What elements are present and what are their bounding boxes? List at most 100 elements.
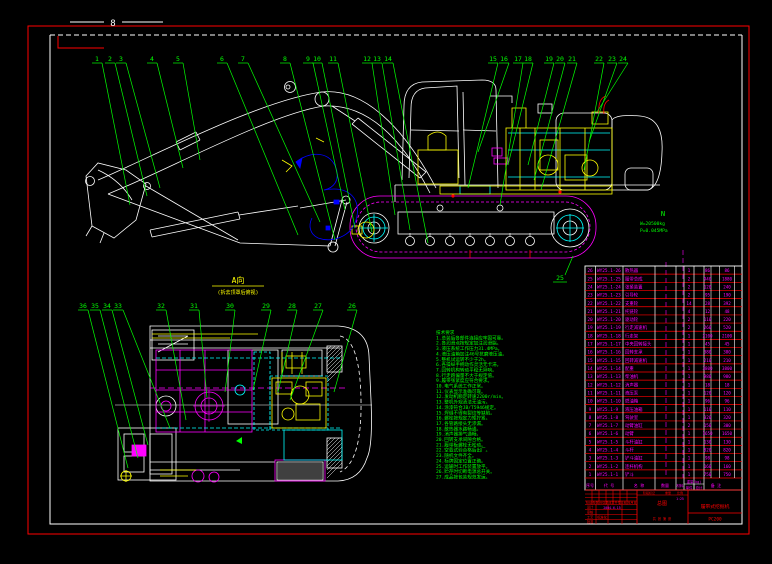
- bom-name: 液压油箱: [625, 406, 643, 413]
- bom-code: WY25.1-9: [597, 407, 619, 413]
- callout-number: 33: [114, 302, 122, 310]
- bom-no: 5: [589, 439, 592, 445]
- bom-qty: 2: [688, 325, 691, 331]
- tb-model: PC200: [708, 517, 722, 523]
- bom-w2: 18: [724, 382, 730, 387]
- bom-name: 行走架: [625, 332, 639, 339]
- bom-w2: 110: [723, 407, 731, 412]
- bom-code: WY25.1-19: [597, 325, 621, 331]
- bom-qty: 1: [688, 350, 691, 356]
- bom-h-w1: 单件: [686, 485, 693, 490]
- bom-code: WY25.1-17: [597, 342, 621, 348]
- note-line: 19.消声器排气通畅。: [436, 431, 481, 438]
- bom-qty: 1: [688, 407, 691, 413]
- bom-qty: 2: [688, 293, 691, 299]
- callout-number: 27: [314, 302, 322, 310]
- bom-name: 斗杆: [625, 447, 634, 454]
- note-line: 1.总装后各部件连接应牢固可靠。: [436, 334, 506, 341]
- bom-qty: 1: [688, 390, 691, 396]
- note-line: 17.各管路接头无渗漏。: [436, 420, 486, 427]
- bom-w1: 95: [705, 293, 711, 298]
- bom-no: 20: [587, 317, 593, 323]
- bom-w2: 190: [723, 293, 731, 298]
- callout-number: 16: [500, 55, 508, 63]
- bom-w1: 110: [704, 407, 712, 412]
- callout-number: 32: [157, 302, 165, 310]
- bom-h-weight: 重量(kg): [687, 479, 702, 484]
- bom-name: 履带总成: [625, 275, 643, 282]
- callout-number: 35: [91, 302, 99, 310]
- tb-scale-val: 1:25: [676, 497, 684, 501]
- spec-line-2: P=0.045MPa: [640, 228, 668, 234]
- bom-code: WY25.1-12: [597, 382, 621, 388]
- bom-code: WY25.1-15: [597, 358, 621, 364]
- callout-number: 9: [306, 55, 310, 63]
- bom-code: WY25.1-1: [597, 472, 619, 478]
- tb-weight: 重量: [665, 490, 671, 495]
- callout-number: 28: [288, 302, 296, 310]
- tb-sheet: 共 张 第 张: [653, 516, 672, 521]
- callout-number: 19: [545, 55, 553, 63]
- bom-w1: 1650: [702, 431, 713, 436]
- callout-number: 15: [489, 55, 497, 63]
- bom-w2: 220: [723, 317, 731, 322]
- tb-count: 处数: [592, 500, 598, 505]
- bom-name: 铲斗油缸: [625, 455, 643, 462]
- bom-w1: 110: [704, 317, 712, 322]
- callout-number: 5: [176, 55, 180, 63]
- bom-w1: 150: [704, 423, 712, 428]
- bom-w1: 120: [704, 390, 712, 395]
- note-line: 3.液压系统工作压力31.4MPa。: [436, 345, 502, 352]
- callout-number: 8: [283, 55, 287, 63]
- bom-qty: 1: [688, 456, 691, 462]
- bom-qty: 2: [688, 284, 691, 290]
- bom-no: 17: [587, 342, 593, 348]
- bom-no: 13: [587, 374, 593, 380]
- bom-name: 动臂: [625, 430, 634, 437]
- bom-code: WY25.1-25: [597, 276, 621, 282]
- bom-w2: 160: [723, 464, 731, 469]
- bom-qty: 4: [688, 309, 691, 315]
- note-line: 18.散热器水路畅通。: [436, 425, 481, 432]
- bom-name: 引导轮: [625, 292, 639, 299]
- bom-w1: 2100: [702, 333, 713, 338]
- bom-qty: 1: [688, 415, 691, 421]
- bom-w2: 980: [723, 374, 731, 379]
- bom-w2: 300: [723, 423, 731, 428]
- bom-qty: 1: [688, 472, 691, 478]
- callout-number: 26: [348, 302, 356, 310]
- tb-date: 年月日: [627, 500, 636, 505]
- bom-qty: 2: [688, 423, 691, 429]
- bom-qty: 1: [688, 399, 691, 405]
- spec-line-1: W=20500kg: [640, 221, 665, 227]
- bom-no: 26: [587, 268, 593, 274]
- callout-number: 22: [595, 55, 603, 63]
- callout-number: 21: [568, 55, 576, 63]
- tb-docno: 更改文件号: [605, 500, 620, 505]
- bom-no: 3: [589, 456, 592, 462]
- bom-qty: 1: [688, 333, 691, 339]
- bom-w2: 3800: [722, 366, 733, 371]
- bom-w2: 45: [724, 342, 730, 347]
- bom-code: WY25.1-10: [597, 399, 621, 405]
- bom-qty: 1: [688, 374, 691, 380]
- bom-w2: 210: [723, 358, 731, 363]
- bom-no: 10: [587, 399, 593, 405]
- note-line: 4.液压油箱加注46号抗磨液压油。: [436, 350, 507, 357]
- bom-w1: 3800: [702, 366, 713, 371]
- note-line: 26.贮存时切断电源总开关。: [436, 468, 495, 475]
- bom-w1: 210: [704, 358, 712, 363]
- bom-no: 9: [589, 407, 592, 413]
- bom-no: 21: [587, 309, 593, 315]
- note-line: 10.电气系统工作正常。: [436, 383, 486, 390]
- tb-approve: 批准: [587, 519, 594, 524]
- bom-h-note: 备 注: [711, 482, 721, 488]
- bom-name: 配重: [625, 365, 634, 372]
- note-line: 9.履带张紧度应符合要求。: [436, 377, 492, 384]
- bom-h-mat: 材料: [676, 483, 684, 488]
- bom-qty: 1: [688, 382, 691, 388]
- callout-number: 30: [226, 302, 234, 310]
- bom-w1: 18: [705, 382, 711, 387]
- bom-w1: 45: [705, 342, 711, 347]
